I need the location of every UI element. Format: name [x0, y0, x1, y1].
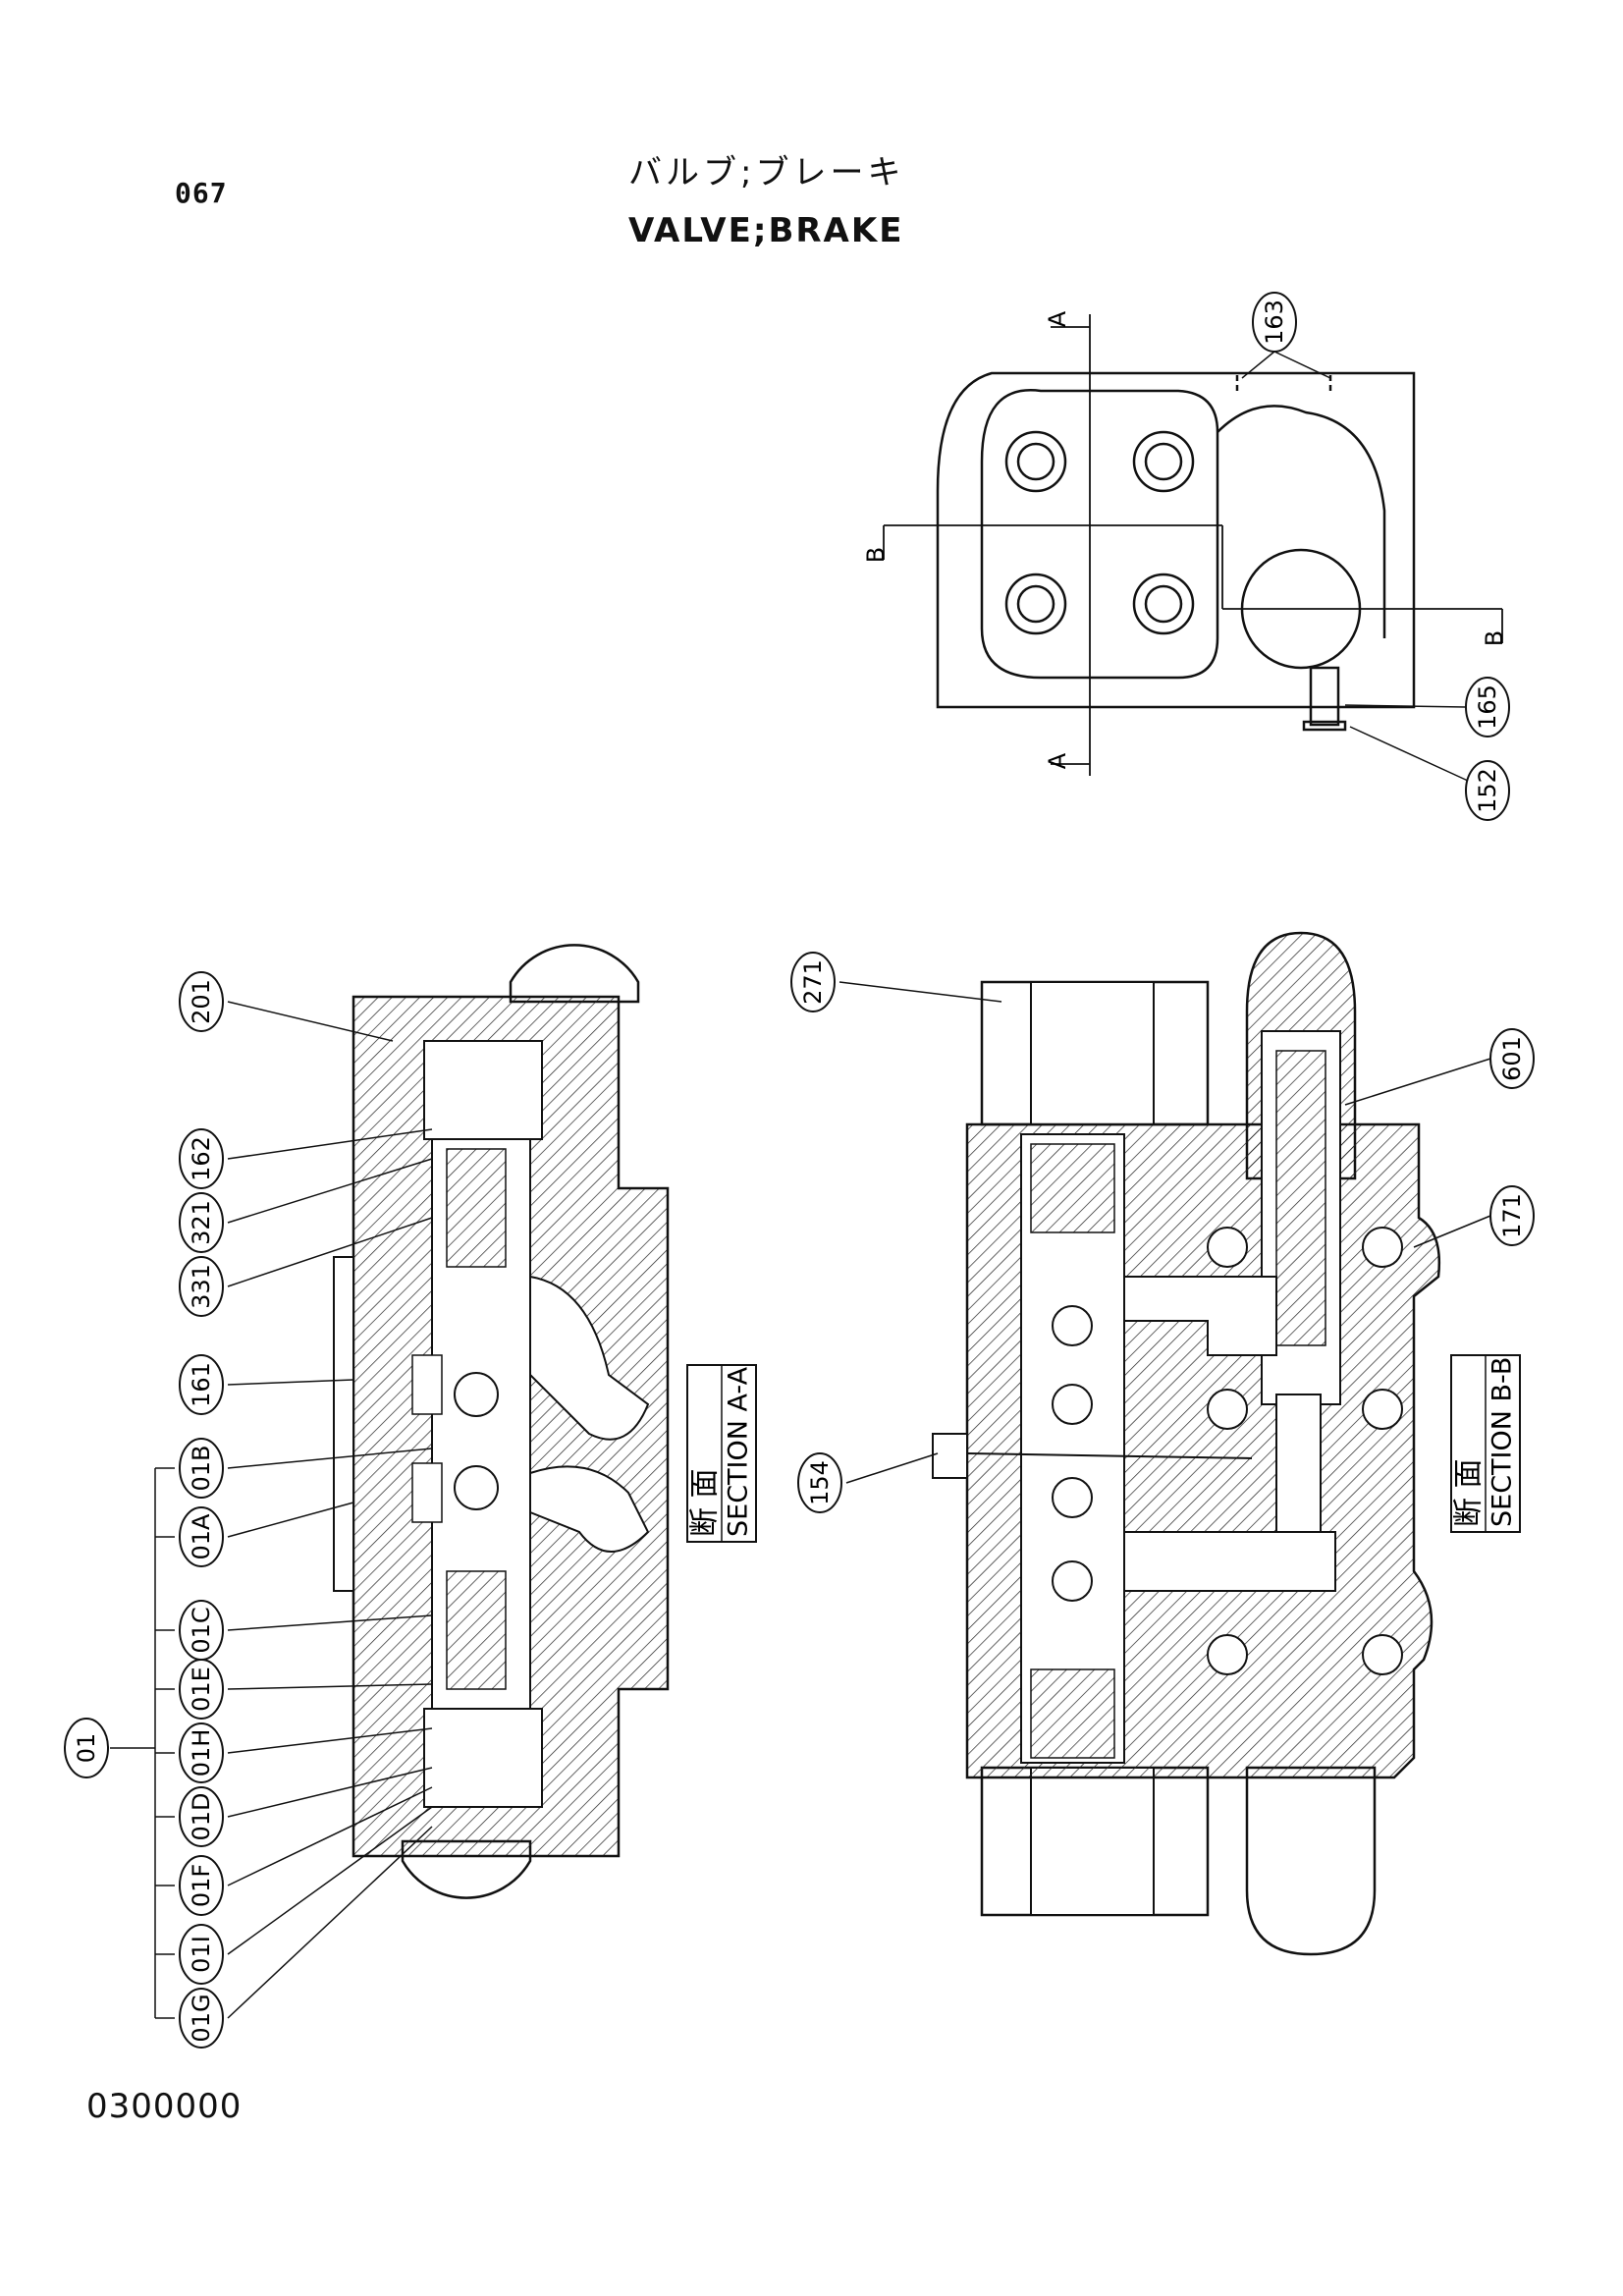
callouts-aa-leaders: [110, 1001, 433, 2019]
title-japanese: バルブ;ブレーキ: [628, 153, 905, 192]
footer-code: 0300000: [86, 2087, 243, 2126]
cut-lines: [883, 314, 1503, 776]
callout-01: 01: [64, 1718, 109, 1778]
svg-text:01E: 01E: [188, 1667, 215, 1712]
section-bb-en: SECTION B-B: [1488, 1357, 1518, 1527]
section-bb-label: 断 面 SECTION B-B: [1450, 1354, 1521, 1533]
callout-01G: 01G: [179, 1988, 224, 2049]
svg-text:01H: 01H: [188, 1729, 215, 1777]
callout-165: 165: [1344, 677, 1510, 738]
svg-text:154: 154: [806, 1460, 834, 1505]
callout-271: 271: [790, 952, 836, 1012]
svg-text:01: 01: [73, 1733, 100, 1764]
section-aa-en: SECTION A-A: [724, 1366, 754, 1537]
callout-331: 331: [179, 1256, 224, 1317]
svg-text:271: 271: [799, 959, 827, 1005]
svg-text:321: 321: [188, 1200, 215, 1245]
svg-text:201: 201: [188, 979, 215, 1024]
svg-text:331: 331: [188, 1264, 215, 1309]
callout-154: 154: [797, 1452, 842, 1513]
svg-text:01I: 01I: [188, 1936, 215, 1973]
section-aa-body: [333, 944, 670, 1899]
svg-text:163: 163: [1261, 300, 1288, 345]
svg-text:165: 165: [1474, 684, 1501, 730]
svg-text:01F: 01F: [188, 1864, 215, 1907]
svg-text:601: 601: [1498, 1036, 1526, 1081]
callout-01B: 01B: [179, 1438, 224, 1499]
callouts-bb-leaders: [839, 981, 1491, 1484]
svg-text:01G: 01G: [188, 1994, 215, 2042]
section-aa-jp: 断 面: [688, 1468, 723, 1537]
svg-text:01B: 01B: [188, 1445, 215, 1491]
cut-marker-a-top: A: [1044, 310, 1071, 327]
top-view: [936, 371, 1416, 732]
cut-marker-b-right: B: [1481, 630, 1508, 646]
cut-marker-b-left: B: [862, 547, 890, 563]
section-bb-body: [932, 931, 1440, 1956]
svg-text:162: 162: [188, 1136, 215, 1181]
callout-01H: 01H: [179, 1722, 224, 1783]
callout-161: 161: [179, 1354, 224, 1415]
svg-text:01A: 01A: [188, 1513, 215, 1560]
cut-marker-a-bottom: A: [1044, 752, 1071, 769]
callout-162: 162: [179, 1128, 224, 1189]
callout-01F: 01F: [179, 1855, 224, 1916]
callout-01C: 01C: [179, 1600, 224, 1661]
callout-152: 152: [1349, 726, 1510, 821]
svg-text:01C: 01C: [188, 1607, 215, 1653]
callout-601: 601: [1489, 1028, 1535, 1089]
callout-01E: 01E: [179, 1659, 224, 1720]
svg-text:01D: 01D: [188, 1792, 215, 1840]
callout-01I: 01I: [179, 1924, 224, 1985]
callout-01A: 01A: [179, 1506, 224, 1567]
callout-321: 321: [179, 1192, 224, 1253]
svg-text:171: 171: [1498, 1193, 1526, 1238]
section-aa-label: 断 面 SECTION A-A: [686, 1364, 757, 1543]
svg-text:152: 152: [1474, 768, 1501, 813]
callout-171: 171: [1489, 1185, 1535, 1246]
section-bb-jp: 断 面: [1452, 1458, 1487, 1527]
callout-163: 163: [1241, 292, 1331, 379]
svg-text:161: 161: [188, 1362, 215, 1407]
callout-201: 201: [179, 971, 224, 1032]
callout-01D: 01D: [179, 1786, 224, 1847]
title-english: VALVE;BRAKE: [628, 211, 904, 250]
page-number: 067: [175, 177, 228, 209]
